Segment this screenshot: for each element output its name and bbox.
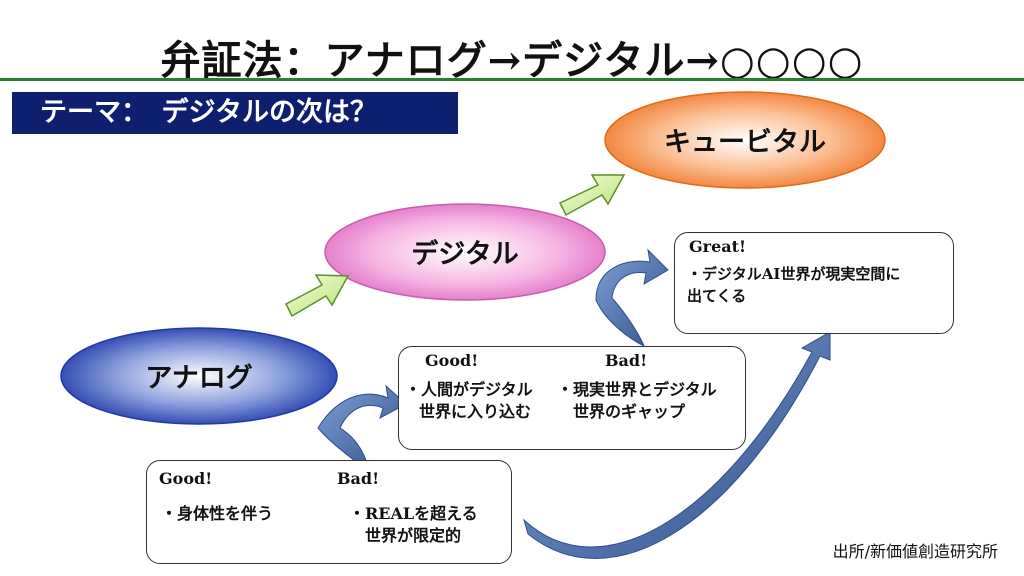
analog-ellipse — [60, 327, 338, 425]
analog-good-text: ・身体性を伴う — [161, 504, 274, 523]
cubital-great-label: Great! — [689, 237, 747, 256]
green-arrow-1 — [285, 274, 350, 318]
page-title: 弁証法：アナログ→デジタル→○○○○ — [160, 37, 864, 84]
analog-label: アナログ — [145, 362, 252, 394]
cubital-text-1: ・デジタルAI世界が現実空間に — [687, 265, 901, 283]
digital-good-text-2: 世界に入り込む — [419, 402, 532, 421]
swirl-arrow-analog — [317, 384, 407, 471]
analog-bad-text-2: 世界が限定的 — [365, 526, 462, 545]
source-credit: 出所/新価値創造研究所 — [832, 542, 998, 561]
digital-bad-text-1: ・現実世界とデジタル — [557, 380, 717, 399]
digital-bad-label: Bad! — [605, 351, 648, 370]
long-curve-arrow — [523, 331, 831, 559]
analog-bad-text-1: ・REALを超える — [349, 504, 478, 523]
cubital-label: キュービタル — [664, 127, 826, 158]
cubital-text-2: 出てくる — [687, 287, 747, 305]
digital-good-label: Good! — [425, 351, 479, 370]
cubital-ellipse — [604, 91, 886, 189]
green-arrow-2 — [558, 174, 626, 217]
analog-goodbad-box: Good! Bad! ・身体性を伴う ・REALを超える 世界が限定的 — [146, 460, 512, 564]
title-divider — [0, 78, 1024, 81]
digital-ellipse — [324, 203, 606, 301]
cubital-great-box: Great! ・デジタルAI世界が現実空間に 出てくる — [674, 232, 954, 334]
digital-goodbad-box: Good! Bad! ・人間がデジタル 世界に入り込む ・現実世界とデジタル 世… — [398, 346, 746, 450]
digital-label: デジタル — [411, 238, 518, 270]
digital-good-text-1: ・人間がデジタル — [405, 380, 533, 399]
analog-bad-label: Bad! — [337, 469, 380, 488]
analog-good-label: Good! — [159, 469, 213, 488]
theme-banner: テーマ： デジタルの次は？ — [12, 92, 458, 134]
swirl-arrow-digital — [595, 248, 669, 348]
digital-bad-text-2: 世界のギャップ — [573, 402, 686, 421]
